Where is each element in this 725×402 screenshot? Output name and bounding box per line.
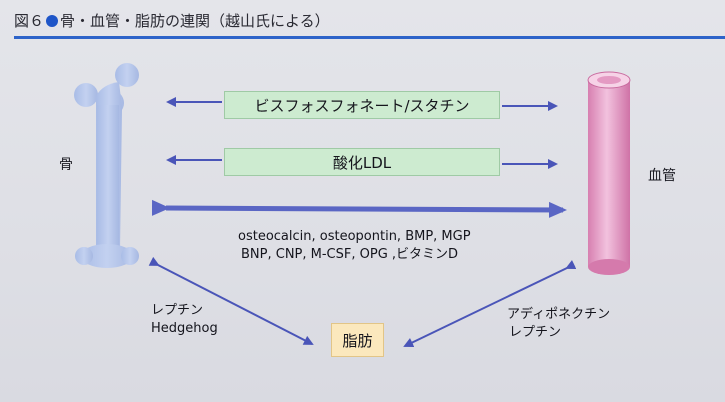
arrow-vessel-fat [403, 260, 577, 348]
vessel-fat-factor-2: レプチン [509, 325, 562, 340]
factors-line-1: osteocalcin, osteopontin, BMP, MGP [238, 229, 471, 244]
vessel-fat-factors: アディポネクチン レプチン [507, 306, 610, 342]
bullet-icon [46, 15, 59, 27]
shared-factors: osteocalcin, osteopontin, BMP, MGP BNP, … [238, 228, 471, 264]
bone-fat-factor-1: レプチン [151, 303, 204, 318]
vessel-label: 血管 [648, 168, 676, 184]
vessel-illustration [587, 71, 631, 275]
figure-title-text: 骨・血管・脂肪の連関（越山氏による） [60, 12, 330, 30]
figure-number: 図６ [14, 12, 45, 30]
vessel-fat-factor-1: アディポネクチン [507, 307, 611, 322]
bone-illustration [74, 63, 139, 268]
arrow-bone-fat [148, 256, 314, 345]
bidirectional-bone-vessel-arrow [151, 199, 567, 218]
bisphosphonate-statin-box: ビスフォスフォネート/スタチン [224, 91, 500, 119]
bone-fat-factor-2: Hedgehog [151, 321, 218, 336]
bone-label: 骨 [59, 157, 73, 173]
title-rule [14, 36, 725, 39]
factors-line-2: BNP, CNP, M-CSF, OPG ,ビタミンD [241, 247, 459, 262]
bone-fat-factors: レプチン Hedgehog [151, 302, 218, 338]
figure-title: 図６ 骨・血管・脂肪の連関（越山氏による） [14, 10, 330, 31]
fat-box: 脂肪 [331, 323, 384, 357]
oxidized-ldl-box: 酸化LDL [224, 148, 500, 176]
